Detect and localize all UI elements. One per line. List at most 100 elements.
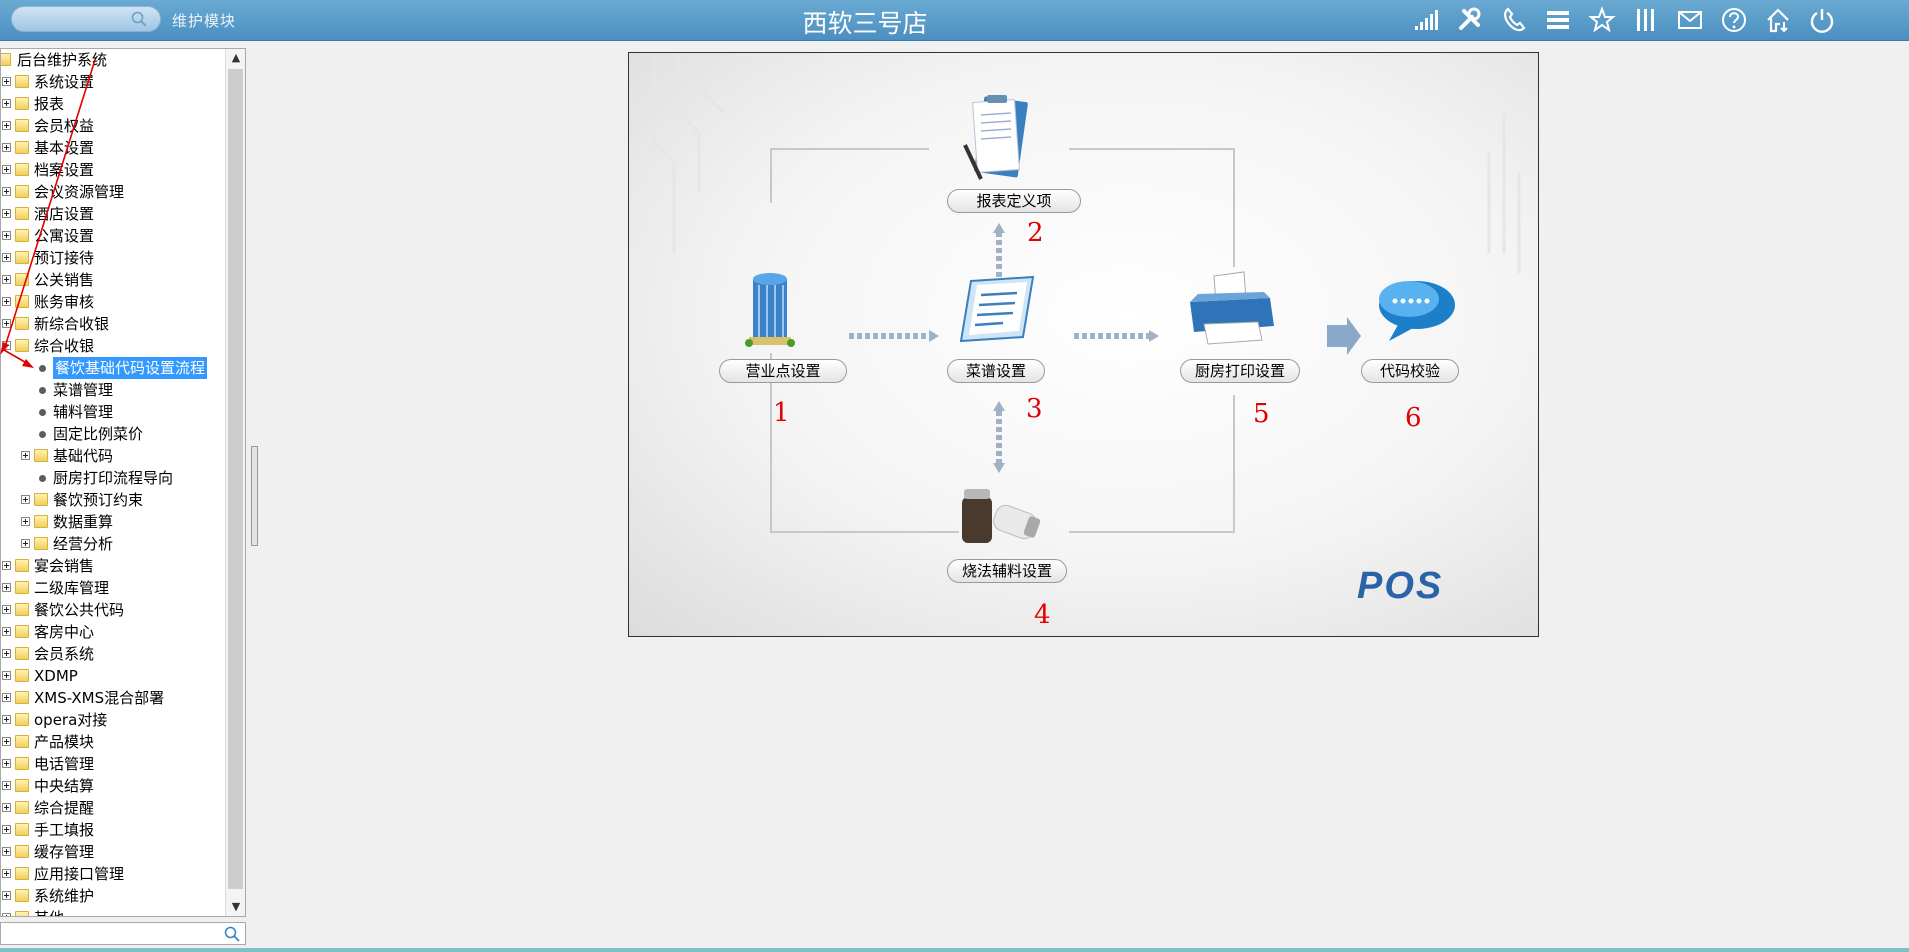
- tree-item-label: 缓存管理: [34, 843, 95, 861]
- top-bar: 维护模块 西软三号店: [0, 0, 1909, 41]
- folder-icon: [15, 207, 29, 220]
- expand-icon[interactable]: [2, 737, 11, 746]
- folder-icon: [15, 823, 29, 836]
- expand-icon[interactable]: [2, 275, 11, 284]
- tree-item-label: opera对接: [34, 711, 108, 729]
- annotation-arrow-icon: [0, 60, 96, 368]
- star-icon[interactable]: [1585, 4, 1619, 36]
- search-icon[interactable]: [130, 10, 148, 32]
- module-label: 维护模块: [172, 12, 237, 30]
- tree-item-label: 手工填报: [34, 821, 95, 839]
- expand-icon[interactable]: [2, 847, 11, 856]
- expand-icon[interactable]: [21, 539, 30, 548]
- expand-icon[interactable]: [2, 803, 11, 812]
- flow-step-menu-setup-button[interactable]: 菜谱设置: [947, 359, 1045, 383]
- folder-icon: [15, 559, 29, 572]
- tree-item-label: 中央结算: [34, 777, 95, 795]
- expand-icon[interactable]: [2, 77, 11, 86]
- flow-step-report-definition-button[interactable]: 报表定义项: [947, 189, 1081, 213]
- expand-icon[interactable]: [2, 187, 11, 196]
- folder-icon: [34, 493, 48, 506]
- scroll-down-icon[interactable]: ▼: [231, 900, 241, 913]
- folder-icon: [15, 625, 29, 638]
- step-number: 2: [1027, 218, 1044, 248]
- expand-icon[interactable]: [2, 165, 11, 174]
- scroll-up-icon[interactable]: ▲: [231, 51, 241, 64]
- expand-icon[interactable]: [2, 781, 11, 790]
- expand-icon[interactable]: [2, 99, 11, 108]
- tree-item-label: 经营分析: [53, 535, 114, 553]
- flow-step-code-check-button[interactable]: 代码校验: [1361, 359, 1459, 383]
- tree-item-label: 会员权益: [34, 117, 95, 135]
- expand-icon[interactable]: [2, 561, 11, 570]
- tree-item-label: 电话管理: [34, 755, 95, 773]
- expand-icon[interactable]: [2, 253, 11, 262]
- expand-icon[interactable]: [2, 319, 11, 328]
- home-icon[interactable]: [1761, 4, 1795, 36]
- menu-document-icon: [959, 275, 1035, 343]
- tree-scrollbar[interactable]: ▲ ▼: [225, 49, 245, 916]
- expand-icon[interactable]: [2, 693, 11, 702]
- folder-icon: [15, 647, 29, 660]
- folder-icon: [34, 515, 48, 528]
- expand-icon[interactable]: [2, 649, 11, 658]
- expand-icon[interactable]: [2, 825, 11, 834]
- scroll-thumb[interactable]: [228, 69, 243, 889]
- columns-icon[interactable]: [1629, 4, 1663, 36]
- expand-icon[interactable]: [2, 913, 11, 916]
- tree-item-label: 应用接口管理: [34, 865, 125, 883]
- panel-splitter[interactable]: [251, 446, 258, 546]
- tree-panel: 后台维护系统 系统设置报表会员权益基本设置档案设置会议资源管理酒店设置公寓设置预…: [0, 48, 246, 917]
- expand-icon[interactable]: [2, 891, 11, 900]
- step-number: 4: [1034, 600, 1051, 630]
- module-search-input[interactable]: [11, 6, 161, 32]
- menu-icon[interactable]: [1541, 4, 1575, 36]
- tools-icon[interactable]: [1453, 4, 1487, 36]
- chat-bubble-icon: [1379, 281, 1455, 341]
- folder-icon: [15, 669, 29, 682]
- folder-icon: [15, 119, 29, 132]
- phone-icon[interactable]: [1497, 4, 1531, 36]
- search-icon[interactable]: [223, 925, 241, 947]
- tree-item-label: 会员系统: [34, 645, 95, 663]
- expand-icon[interactable]: [2, 605, 11, 614]
- flow-step-cooking-ingredients-button[interactable]: 烧法辅料设置: [947, 559, 1067, 583]
- flow-step-kitchen-print-button[interactable]: 厨房打印设置: [1180, 359, 1300, 383]
- tree-item-label: 综合提醒: [34, 799, 95, 817]
- expand-icon[interactable]: [2, 143, 11, 152]
- expand-icon[interactable]: [21, 495, 30, 504]
- folder-icon: [15, 185, 29, 198]
- expand-icon[interactable]: [2, 231, 11, 240]
- expand-icon[interactable]: [2, 715, 11, 724]
- expand-icon[interactable]: [2, 583, 11, 592]
- expand-icon[interactable]: [2, 209, 11, 218]
- expand-icon[interactable]: [2, 297, 11, 306]
- mail-icon[interactable]: [1673, 4, 1707, 36]
- bottom-border: [0, 948, 1909, 952]
- flow-step-outlet-setup-button[interactable]: 营业点设置: [719, 359, 847, 383]
- expand-icon[interactable]: [21, 451, 30, 460]
- folder-icon: [15, 603, 29, 616]
- folder-icon: [15, 867, 29, 880]
- tree-item-label: 其他: [34, 907, 64, 916]
- folder-icon: [15, 911, 29, 916]
- tree-item-label: 系统设置: [34, 73, 95, 91]
- folder-icon: [15, 845, 29, 858]
- tree-item-label: 数据重算: [53, 513, 114, 531]
- expand-icon[interactable]: [2, 627, 11, 636]
- expand-icon[interactable]: [2, 759, 11, 768]
- power-icon[interactable]: [1805, 4, 1839, 36]
- expand-icon[interactable]: [2, 121, 11, 130]
- tree-item-label: 基本设置: [34, 139, 95, 157]
- printer-icon: [1190, 271, 1274, 345]
- signal-icon[interactable]: [1409, 4, 1443, 36]
- expand-icon[interactable]: [21, 517, 30, 526]
- tree-item-label: 宴会销售: [34, 557, 95, 575]
- expand-icon[interactable]: [2, 869, 11, 878]
- tree-search-input[interactable]: [0, 922, 246, 945]
- flow-connectors: [652, 53, 1521, 533]
- help-icon[interactable]: [1717, 4, 1751, 36]
- expand-icon[interactable]: [2, 671, 11, 680]
- folder-icon: [15, 141, 29, 154]
- tree-item-label: 固定比例菜价: [53, 425, 144, 443]
